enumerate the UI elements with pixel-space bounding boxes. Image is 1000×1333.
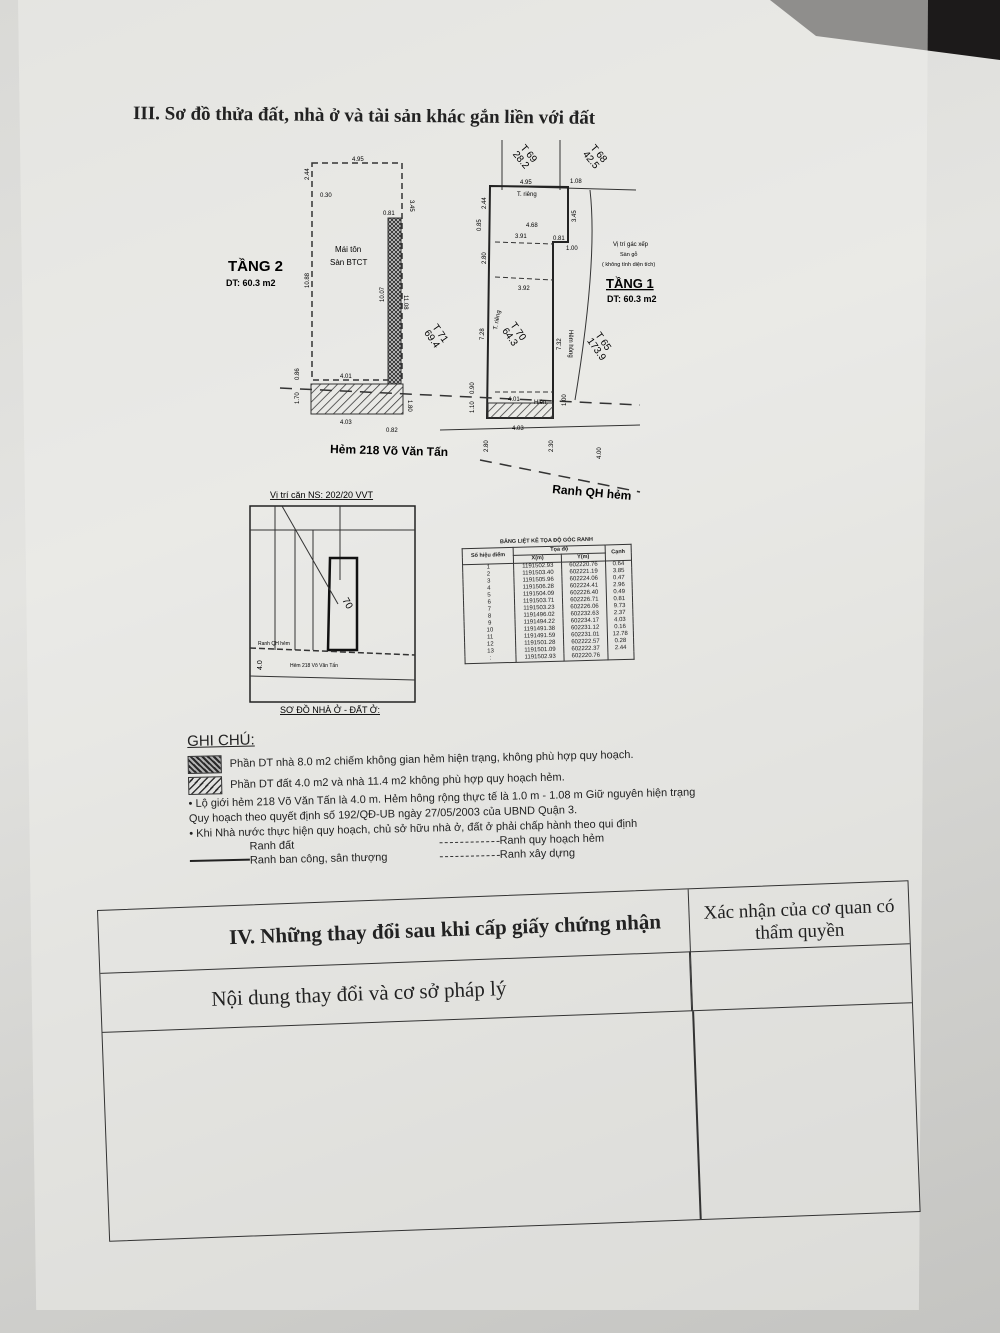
hatch-swatch (187, 776, 223, 795)
column-confirm-header: Xác nhận của cơ quan có thẩm quyền (687, 881, 912, 1012)
dim: 0.82 (386, 428, 398, 434)
slab-label: Sàn BTCT (330, 258, 367, 267)
site-plan-drawing: TẦNG 2 DT: 60.3 m2 Mái tôn Sàn BTCT 4.95… (226, 140, 657, 715)
street-label: Hẻm 218 Võ Văn Tấn (330, 442, 448, 459)
column-divider (692, 1011, 702, 1220)
width-label: 4.0 (257, 660, 264, 670)
dim: 0.81 (383, 211, 395, 217)
dim: 0.30 (320, 193, 332, 199)
crosshatch-area (387, 217, 402, 385)
dim: 3.92 (518, 286, 530, 292)
y-coord: 602220.76 (563, 652, 608, 662)
crosshatch-swatch (187, 755, 222, 774)
dim: 10.07 (380, 286, 386, 302)
loft-note: ( không tính diện tích) (602, 262, 655, 268)
loft-note: Vị trí gác xếp (613, 242, 649, 248)
x-coord: 1191502.93 (516, 653, 565, 663)
header-point: Số hiệu điểm (462, 547, 514, 565)
dim: 4.00 (597, 447, 603, 459)
floor-2-plan: TẦNG 2 DT: 60.3 m2 Mái tôn Sàn BTCT 4.95… (226, 157, 414, 434)
street-label: Hẻm 218 Võ Văn Tấn (290, 663, 338, 669)
note-crosshatch: Phần DT nhà 8.0 m2 chiếm không gian hẻm … (229, 748, 634, 771)
location-map: Vị trí căn NS: 202/20 VVT 70 Ranh QH hẻm… (249, 490, 416, 715)
boundary-label: Ranh QH hẻm (258, 641, 290, 647)
dim: 2.80 (482, 252, 488, 264)
roof-label: Mái tôn (335, 245, 361, 254)
dim: 7.28 (480, 328, 486, 340)
dim: 4.03 (340, 420, 352, 426)
floor-2-label: TẦNG 2 (228, 258, 283, 275)
dim: 0.81 (553, 236, 565, 242)
solid-line-icon (189, 858, 251, 868)
section-4-table: IV. Những thay đổi sau khi cấp giấy chứn… (97, 880, 921, 1242)
dim: 1.00 (566, 246, 578, 252)
dim: 3.91 (515, 234, 527, 240)
wall-label: T. riêng (493, 310, 502, 330)
wall-label: T. riêng (517, 192, 537, 198)
point-id: : (464, 654, 517, 664)
floor-1-area: DT: 60.3 m2 (607, 294, 657, 304)
dim: 4.95 (520, 180, 532, 186)
floor-2-area: DT: 60.3 m2 (226, 278, 276, 288)
dim: 1.00 (562, 394, 568, 406)
notes-section: GHI CHÚ: Phần DT nhà 8.0 m2 chiếm không … (187, 721, 730, 868)
paper-sheet (18, 0, 928, 1310)
dim: 4.01 (340, 374, 352, 380)
floor-1-plan: TẦNG 1 DT: 60.3 m2 Vị trí gác xếp Sàn gỗ… (279, 140, 657, 493)
planning-line-label: Ranh QH hẻm (552, 482, 632, 503)
floor-1-label: TẦNG 1 (606, 276, 654, 291)
dim: 4.68 (526, 223, 538, 229)
note-hatch: Phần DT đất 4.0 m2 và nhà 11.4 m2 không … (230, 771, 565, 792)
dim: 2.44 (305, 168, 311, 180)
dim: 4.01 (508, 397, 520, 403)
legend-alley-plan: Ranh quy hoạch hẻm (499, 832, 605, 847)
dim: 10.88 (305, 272, 311, 288)
dim: 3.45 (572, 210, 578, 222)
dim: 7.32 (557, 338, 563, 350)
coordinate-table: BẢNG LIỆT KÊ TỌA ĐỘ GÓC RANH Số hiệu điể… (461, 536, 635, 664)
hatched-area (310, 383, 404, 415)
header-edge: Cạnh (604, 544, 632, 561)
dim: 0.86 (295, 368, 301, 380)
dim: 11.08 (402, 295, 408, 310)
dim: 1.08 (570, 179, 582, 185)
location-map-caption: SƠ ĐỒ NHÀ Ở - ĐẤT Ở: (280, 704, 380, 715)
loft-note: Sàn gỗ (620, 251, 637, 258)
dim: 2.80 (484, 440, 490, 452)
edge-length (607, 651, 635, 660)
dim: 1.10 (470, 401, 476, 413)
location-map-title: Vị trí căn NS: 202/20 VVT (270, 490, 374, 500)
dim: 4.95 (352, 157, 364, 163)
dashed-line-icon (439, 834, 500, 844)
dashed-line-icon (439, 848, 500, 858)
porch-label: Hiên (534, 400, 546, 406)
dim: 2.30 (549, 440, 555, 452)
dim: 2.44 (482, 197, 488, 209)
lot-number: 70 (339, 596, 354, 612)
dim: 1.80 (406, 400, 412, 412)
dim: 0.85 (477, 219, 483, 231)
side-alley-label: Hẻm hông (567, 330, 573, 358)
dim: 3.45 (408, 200, 414, 212)
dim: 1.70 (295, 392, 301, 404)
dim: 4.03 (512, 426, 524, 432)
dim: 0.90 (470, 382, 476, 394)
